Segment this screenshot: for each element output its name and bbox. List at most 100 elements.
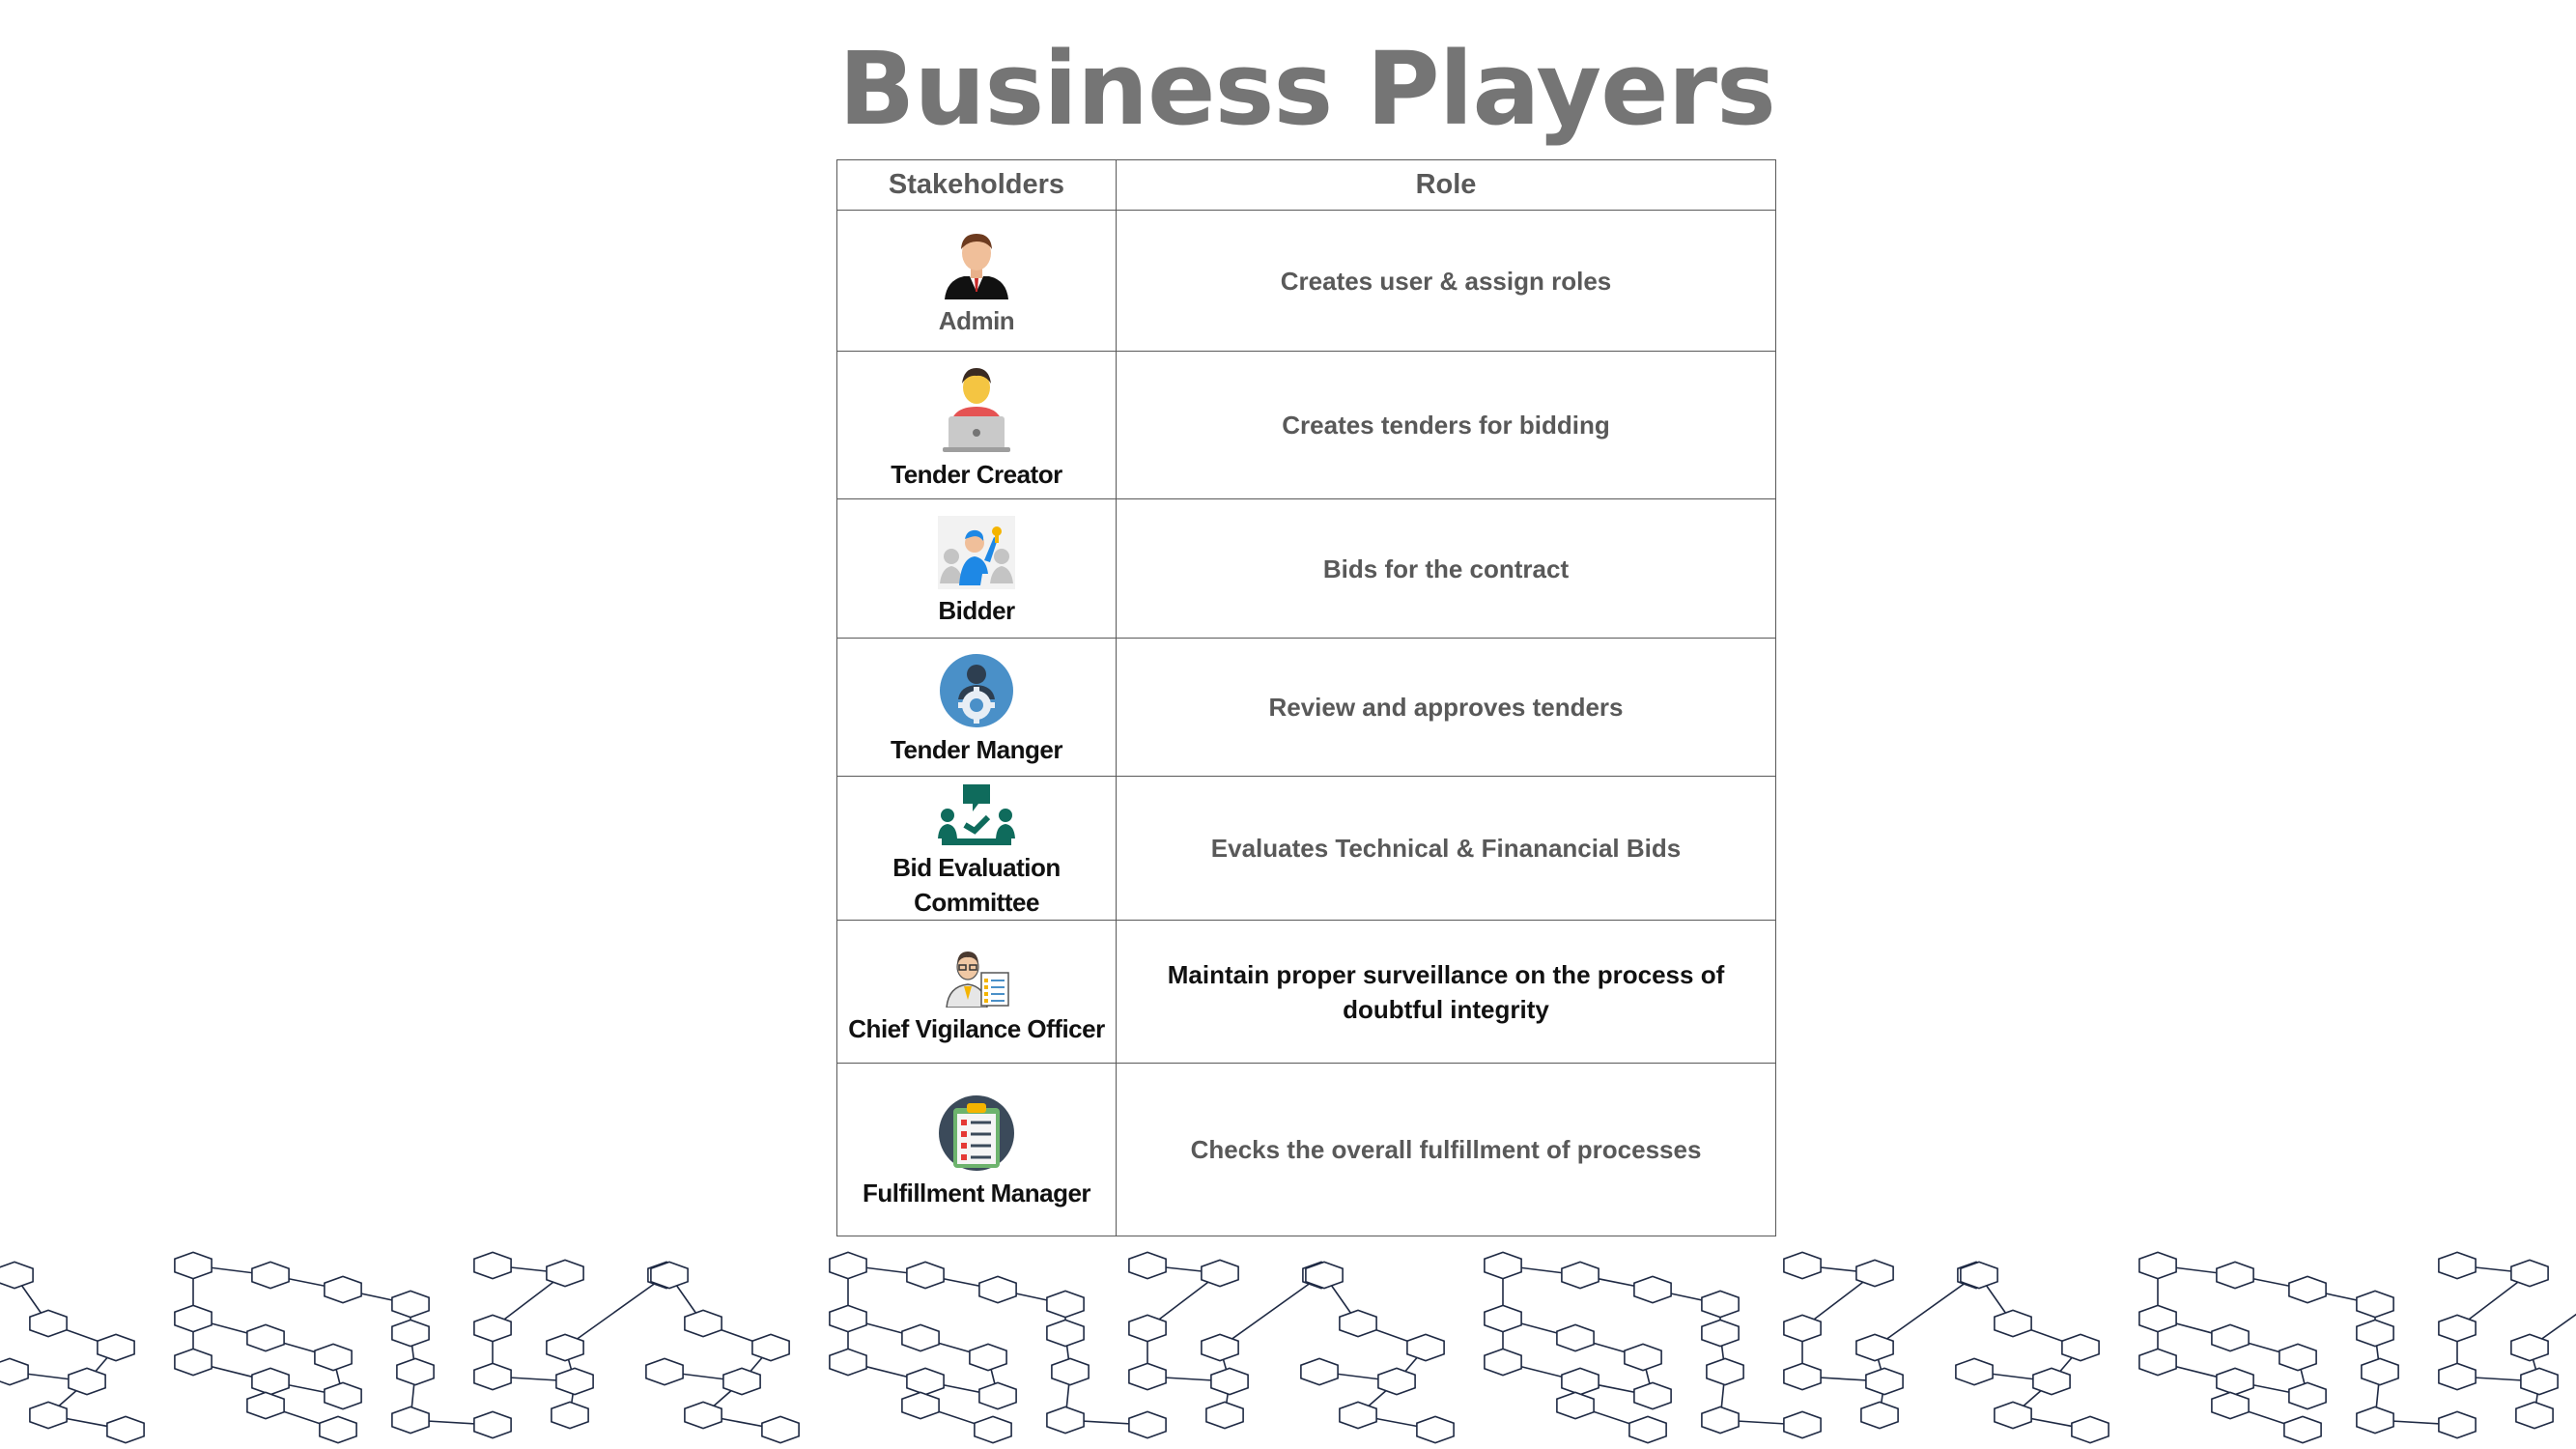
molecule-ring [2279,1343,2317,1372]
stakeholder-name: Tender Manger [891,735,1062,764]
molecule-ring [722,1367,761,1396]
molecule-ring [2138,1251,2177,1280]
molecule-ring [751,1333,790,1362]
molecule-ring [2211,1323,2250,1352]
role-cell: Review and approves tenders [1116,638,1776,777]
table-row: Fulfillment Manager Checks the overall f… [836,1063,1776,1236]
molecule-bond [1874,1274,1977,1349]
molecule-ring [314,1343,353,1372]
slide-title: Business Players [838,30,1776,148]
molecule-ring [473,1314,512,1343]
table-header-row: Stakeholders Role [836,159,1776,211]
molecule-ring [1128,1314,1167,1343]
molecule-ring [1955,1357,1994,1386]
stakeholder-cell: Fulfillment Manager [836,1063,1117,1236]
molecule-ring [1210,1367,1249,1396]
molecule-bond [2529,1313,2576,1349]
molecule-ring [1860,1401,1899,1430]
molecule-ring [2138,1304,2177,1333]
molecule-ring [1300,1357,1339,1386]
molecule-ring [1205,1401,1244,1430]
molecule-ring [1484,1251,1522,1280]
role-text: Maintain proper surveillance on the proc… [1167,959,1725,1024]
molecule-ring [2438,1410,2477,1439]
molecule-ring [978,1381,1017,1410]
molecule-tile [0,1251,686,1444]
molecule-ring [1701,1290,1740,1319]
molecule-ring [174,1348,212,1377]
table-row: Tender Creator Creates tenders for biddi… [836,351,1776,499]
molecule-ring [906,1261,945,1290]
molecule-ring [0,1261,34,1290]
molecule-ring [978,1275,1017,1304]
molecule-ring [1201,1333,1239,1362]
role-cell: Maintain proper surveillance on the proc… [1116,920,1776,1064]
molecule-ring [473,1362,512,1391]
business-players-table: Stakeholders Role Admin Creates user & a… [836,159,1776,1236]
molecule-tile [1300,1251,1996,1444]
molecule-ring [2032,1367,2071,1396]
molecule-ring [2510,1259,2549,1288]
molecule-bond [1219,1274,1322,1349]
molecule-ring [1339,1309,1377,1338]
molecule-ring [29,1401,68,1430]
molecule-ring [1305,1261,1344,1290]
molecule-ring [174,1251,212,1280]
molecule-ring [106,1415,145,1444]
molecule-ring [473,1410,512,1439]
molecule-ring [1201,1259,1239,1288]
role-text: Evaluates Technical & Finanancial Bids [1210,834,1682,863]
molecule-ring [650,1261,689,1290]
molecule-ring [1128,1251,1167,1280]
molecule-ring [1706,1357,1744,1386]
admin-person-icon [945,233,1008,299]
molecule-ring [2061,1333,2100,1362]
molecule-bond [564,1274,667,1349]
role-text: Creates tenders for bidding [1282,411,1610,440]
molecule-ring [1339,1401,1377,1430]
molecule-ring [684,1401,722,1430]
molecule-ring [1377,1367,1416,1396]
molecule-ring [2288,1381,2327,1410]
molecule-ring [1046,1290,1085,1319]
molecule-ring [1994,1401,2032,1430]
molecule-ring [1701,1319,1740,1348]
stakeholder-cell: Tender Creator [836,351,1117,499]
molecule-ring [1556,1391,1595,1420]
committee-meeting-icon [938,784,1015,845]
molecule-ring [2138,1348,2177,1377]
molecule-ring [1783,1314,1822,1343]
laptop-user-icon [943,368,1010,452]
molecule-ring [555,1367,594,1396]
molecule-ring [551,1401,589,1430]
molecule-ring [2438,1251,2477,1280]
molecule-ring [396,1357,435,1386]
manager-gear-icon [940,654,1013,727]
molecule-ring [829,1304,867,1333]
stakeholder-cell: Chief Vigilance Officer [836,920,1117,1064]
molecule-ring [2356,1406,2394,1435]
molecule-ring [1046,1406,1085,1435]
molecule-ring [97,1333,135,1362]
molecule-ring [251,1367,290,1396]
table-row: Admin Creates user & assign roles [836,210,1776,352]
role-cell: Evaluates Technical & Finanancial Bids [1116,776,1776,921]
molecule-ring [1484,1304,1522,1333]
molecule-ring [391,1319,430,1348]
molecule-ring [1855,1333,1894,1362]
molecule-ring [2361,1357,2399,1386]
role-cell: Bids for the contract [1116,498,1776,639]
molecule-ring [324,1275,362,1304]
molecule-ring [0,1357,29,1386]
checklist-clipboard-icon [939,1095,1014,1171]
molecule-ring [174,1304,212,1333]
table-row: Tender Manger Review and approves tender… [836,638,1776,777]
molecule-ring [1855,1259,1894,1288]
molecule-ring [974,1415,1012,1444]
molecule-ring [546,1259,584,1288]
molecule-ring [2288,1275,2327,1304]
molecule-ring [1783,1251,1822,1280]
molecule-ring [546,1333,584,1362]
molecule-ring [391,1290,430,1319]
role-cell: Checks the overall fulfillment of proces… [1116,1063,1776,1236]
